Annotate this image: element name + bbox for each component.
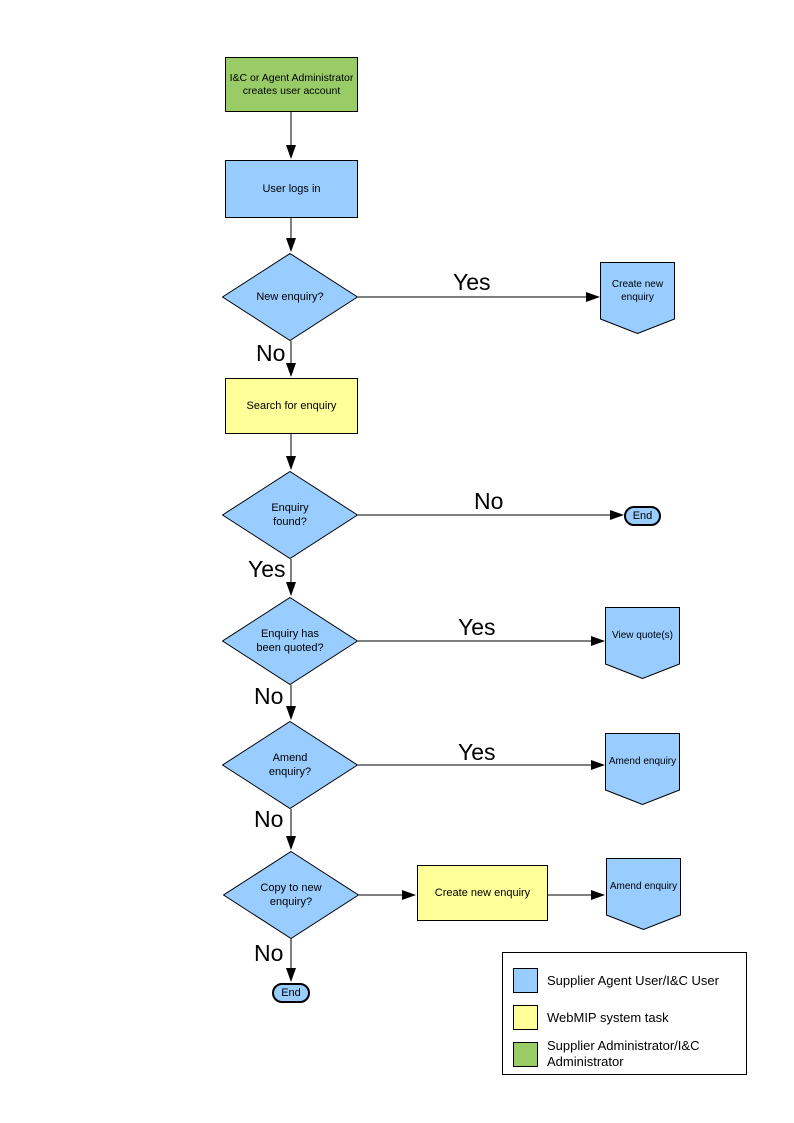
branch-label-enquiry-found-yes: Yes bbox=[248, 556, 286, 582]
node-label: End bbox=[281, 987, 301, 999]
legend-label: Supplier Administrator/I&C Administrator bbox=[547, 1038, 700, 1069]
legend-swatch-admin bbox=[513, 1041, 538, 1067]
terminator-end-bottom: End bbox=[272, 983, 310, 1003]
pentagon-shape bbox=[605, 733, 680, 805]
legend-item-admin: Supplier Administrator/I&C Administrator bbox=[513, 1038, 743, 1070]
diamond-shape bbox=[222, 721, 358, 809]
node-search-for-enquiry: Search for enquiry bbox=[225, 378, 358, 434]
node-label: End bbox=[632, 510, 653, 522]
branch-label-new-enquiry-yes: Yes bbox=[453, 269, 491, 295]
node-label: Copy to new enquiry? bbox=[260, 882, 322, 908]
legend-swatch-user bbox=[513, 968, 538, 993]
node-label: Enquiry found? bbox=[271, 502, 309, 528]
node-label: User logs in bbox=[262, 182, 321, 195]
node-label: Create new enquiry bbox=[434, 886, 531, 899]
branch-label-enquiry-quoted-yes: Yes bbox=[458, 614, 496, 640]
connector-create-new-enquiry-top: Create new enquiry bbox=[600, 262, 675, 334]
decision-amend-enquiry: Amend enquiry? bbox=[222, 721, 358, 809]
node-label: Enquiry has been quoted? bbox=[256, 628, 324, 654]
node-label: Amend enquiry bbox=[608, 756, 677, 767]
branch-label-enquiry-found-no: No bbox=[474, 488, 504, 514]
node-create-user-account: I&C or Agent Administrator creates user … bbox=[225, 57, 358, 112]
connector-amend-enquiry-1: Amend enquiry bbox=[605, 733, 680, 805]
node-label: Search for enquiry bbox=[246, 399, 337, 412]
pentagon-shape bbox=[605, 607, 680, 679]
node-user-logs-in: User logs in bbox=[225, 160, 358, 218]
node-label: Amend enquiry bbox=[609, 881, 678, 892]
legend-item-user: Supplier Agent User/I&C User bbox=[513, 968, 743, 993]
diamond-shape bbox=[222, 597, 358, 685]
legend-box: Supplier Agent User/I&C User WebMIP syst… bbox=[502, 952, 747, 1075]
node-label: View quote(s) bbox=[612, 630, 673, 641]
pentagon-shape bbox=[600, 262, 675, 334]
node-create-new-enquiry-mid: Create new enquiry bbox=[417, 865, 548, 921]
branch-label-copy-no: No bbox=[254, 940, 284, 966]
decision-copy-to-new-enquiry: Copy to new enquiry? bbox=[223, 851, 359, 939]
node-label: New enquiry? bbox=[256, 291, 324, 303]
terminator-end-right: End bbox=[624, 506, 661, 526]
decision-new-enquiry: New enquiry? bbox=[222, 253, 358, 341]
connector-view-quotes: View quote(s) bbox=[605, 607, 680, 679]
diamond-shape bbox=[223, 851, 359, 939]
legend-swatch-system bbox=[513, 1005, 538, 1030]
node-label: Create new enquiry bbox=[611, 278, 664, 303]
branch-label-amend-no: No bbox=[254, 806, 284, 832]
legend-label: WebMIP system task bbox=[547, 1009, 669, 1025]
node-label: Amend enquiry? bbox=[268, 752, 312, 778]
decision-enquiry-quoted: Enquiry has been quoted? bbox=[222, 597, 358, 685]
branch-label-enquiry-quoted-no: No bbox=[254, 683, 284, 709]
branch-label-new-enquiry-no: No bbox=[256, 340, 286, 366]
legend-item-system: WebMIP system task bbox=[513, 1005, 743, 1030]
diamond-shape bbox=[222, 471, 358, 559]
node-label: I&C or Agent Administrator creates user … bbox=[229, 71, 354, 97]
branch-label-amend-yes: Yes bbox=[458, 739, 496, 765]
legend-label: Supplier Agent User/I&C User bbox=[547, 972, 719, 988]
connector-amend-enquiry-2: Amend enquiry bbox=[606, 858, 681, 930]
diamond-shape bbox=[222, 253, 358, 341]
decision-enquiry-found: Enquiry found? bbox=[222, 471, 358, 559]
pentagon-shape bbox=[606, 858, 681, 930]
